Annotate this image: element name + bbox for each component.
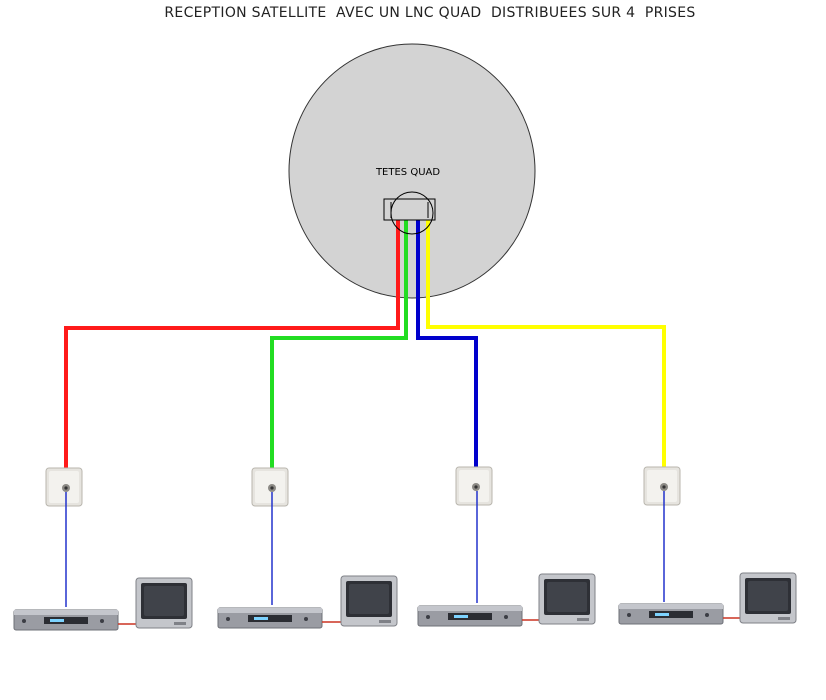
cable-red xyxy=(64,220,400,470)
wall-outlet-icon xyxy=(455,466,493,506)
cable-yellow xyxy=(426,220,666,470)
satellite-dish xyxy=(288,43,536,299)
satellite-receiver-icon xyxy=(13,609,119,631)
satellite-receiver-icon xyxy=(217,607,323,629)
wall-outlet-icon xyxy=(643,466,681,506)
tv-icon xyxy=(538,573,596,625)
cable-blue xyxy=(416,220,478,470)
wall-outlet-icon xyxy=(251,467,289,507)
tv-icon xyxy=(135,577,193,629)
tv-icon xyxy=(340,575,398,627)
tv-icon xyxy=(739,572,797,624)
cable-green xyxy=(270,220,408,470)
lnb-quad-icon xyxy=(383,191,436,235)
page-title: RECEPTION SATELLITE AVEC UN LNC QUAD DIS… xyxy=(164,5,696,21)
satellite-receiver-icon xyxy=(417,605,523,627)
lnb-label: TETES QUAD xyxy=(375,167,440,178)
satellite-receiver-icon xyxy=(618,603,724,625)
wall-outlet-icon xyxy=(45,467,83,507)
